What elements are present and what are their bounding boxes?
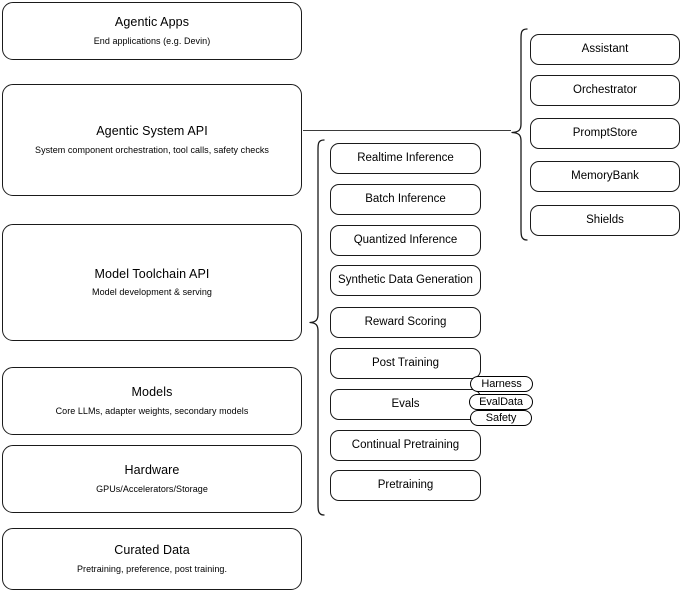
layer-box-hardware[interactable]: Hardware GPUs/Accelerators/Storage: [2, 445, 302, 513]
evals-badge-harness[interactable]: Harness: [470, 376, 533, 392]
toolchain-chip-pretraining[interactable]: Pretraining: [330, 470, 481, 501]
chip-label: Quantized Inference: [353, 234, 458, 247]
chip-label: Post Training: [371, 357, 440, 370]
badge-label: EvalData: [479, 396, 523, 408]
layer-subtitle: End applications (e.g. Devin): [93, 35, 211, 46]
layer-subtitle: Core LLMs, adapter weights, secondary mo…: [55, 405, 249, 416]
layer-title: Hardware: [124, 463, 180, 478]
toolchain-chip-reward-scoring[interactable]: Reward Scoring: [330, 307, 481, 338]
connector-system-api-to-components: [303, 130, 511, 131]
badge-label: Safety: [485, 412, 517, 424]
evals-badge-safety[interactable]: Safety: [470, 410, 532, 426]
toolchain-chip-post-training[interactable]: Post Training: [330, 348, 481, 379]
badge-label: Harness: [481, 378, 522, 390]
chip-label: Realtime Inference: [357, 152, 454, 165]
toolchain-chip-quantized-inference[interactable]: Quantized Inference: [330, 225, 481, 256]
system-component-chip-assistant[interactable]: Assistant: [530, 34, 680, 65]
chip-label: Assistant: [581, 43, 629, 56]
layer-subtitle: Pretraining, preference, post training.: [76, 563, 228, 574]
toolchain-chip-synthetic-data-generation[interactable]: Synthetic Data Generation: [330, 265, 481, 296]
layer-box-model-toolchain-api[interactable]: Model Toolchain API Model development & …: [2, 224, 302, 341]
layer-box-agentic-system-api[interactable]: Agentic System API System component orch…: [2, 84, 302, 196]
chip-label: Reward Scoring: [364, 316, 447, 329]
toolchain-chip-batch-inference[interactable]: Batch Inference: [330, 184, 481, 215]
chip-label: Evals: [391, 398, 420, 411]
layer-subtitle: GPUs/Accelerators/Storage: [96, 483, 208, 494]
layer-title: Model Toolchain API: [94, 266, 210, 281]
layer-title: Agentic Apps: [114, 15, 190, 30]
chip-label: PromptStore: [572, 127, 638, 140]
chip-label: Pretraining: [377, 479, 434, 492]
chip-label: Continual Pretraining: [351, 439, 460, 452]
brace-toolchain: [306, 138, 326, 518]
system-component-chip-memorybank[interactable]: MemoryBank: [530, 161, 680, 192]
chip-label: Synthetic Data Generation: [338, 274, 473, 287]
system-component-chip-orchestrator[interactable]: Orchestrator: [530, 75, 680, 106]
layer-title: Models: [131, 385, 173, 400]
system-component-chip-promptstore[interactable]: PromptStore: [530, 118, 680, 149]
layer-subtitle: Model development & serving: [92, 287, 212, 298]
layer-box-agentic-apps[interactable]: Agentic Apps End applications (e.g. Devi…: [2, 2, 302, 60]
chip-label: Batch Inference: [365, 193, 446, 206]
toolchain-chip-continual-pretraining[interactable]: Continual Pretraining: [330, 430, 481, 461]
chip-label: MemoryBank: [571, 170, 639, 183]
layer-box-models[interactable]: Models Core LLMs, adapter weights, secon…: [2, 367, 302, 435]
toolchain-chip-realtime-inference[interactable]: Realtime Inference: [330, 143, 481, 174]
layer-title: Curated Data: [114, 543, 190, 558]
layer-box-curated-data[interactable]: Curated Data Pretraining, preference, po…: [2, 528, 302, 590]
layer-title: Agentic System API: [96, 124, 208, 139]
chip-label: Orchestrator: [573, 84, 637, 97]
system-component-chip-shields[interactable]: Shields: [530, 205, 680, 236]
toolchain-chip-evals[interactable]: Evals: [330, 389, 481, 420]
layer-subtitle: System component orchestration, tool cal…: [35, 144, 269, 155]
brace-system-components: [508, 27, 528, 243]
chip-label: Shields: [586, 214, 624, 227]
evals-badge-evaldata[interactable]: EvalData: [469, 394, 533, 410]
